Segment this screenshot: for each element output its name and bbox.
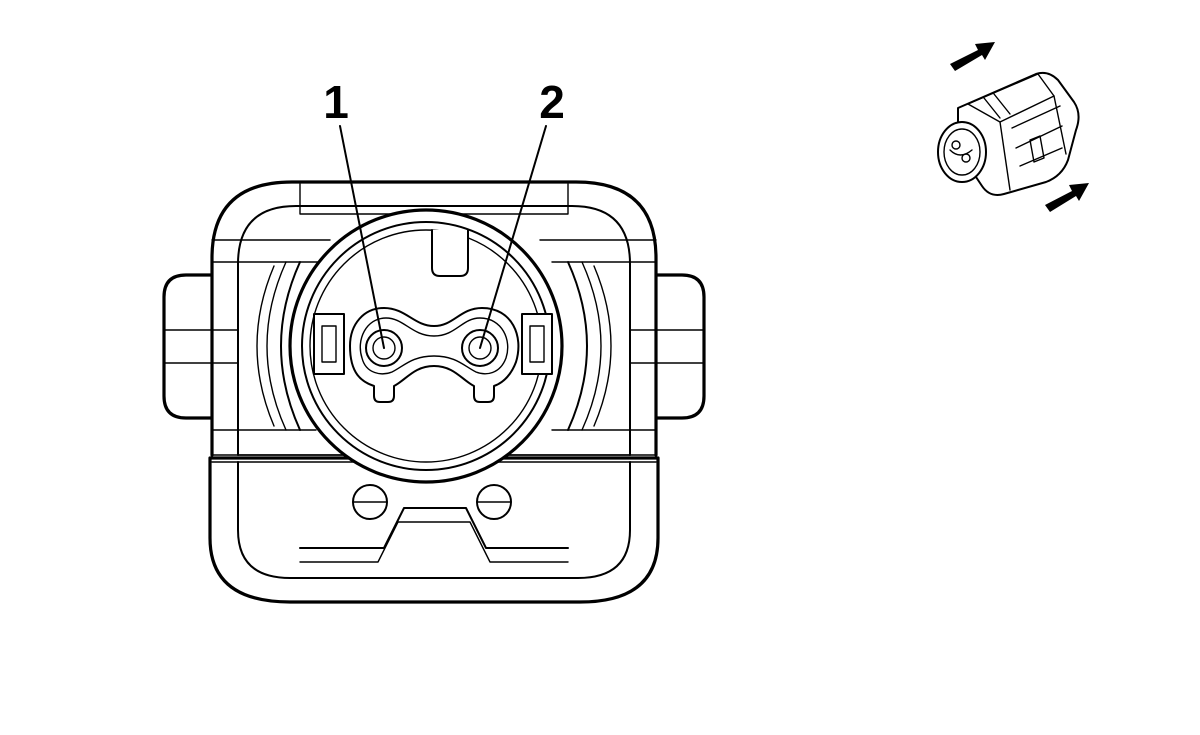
pin-1-leader [339, 125, 385, 349]
connector-face-icon [162, 125, 706, 604]
arrow-icon [1045, 183, 1089, 212]
right-latch-ear [652, 273, 706, 420]
keying-notch [299, 507, 569, 549]
arrow-icon [950, 42, 995, 71]
pin-1-label: 1 [323, 76, 349, 128]
connector-isometric-icon [937, 42, 1089, 212]
key-slot [431, 229, 469, 277]
pin-2-leader [479, 125, 547, 349]
pin-2-label: 2 [539, 76, 565, 128]
right-socket-latch [521, 313, 553, 375]
left-latch-ear [162, 273, 216, 420]
left-socket-latch [313, 313, 345, 375]
